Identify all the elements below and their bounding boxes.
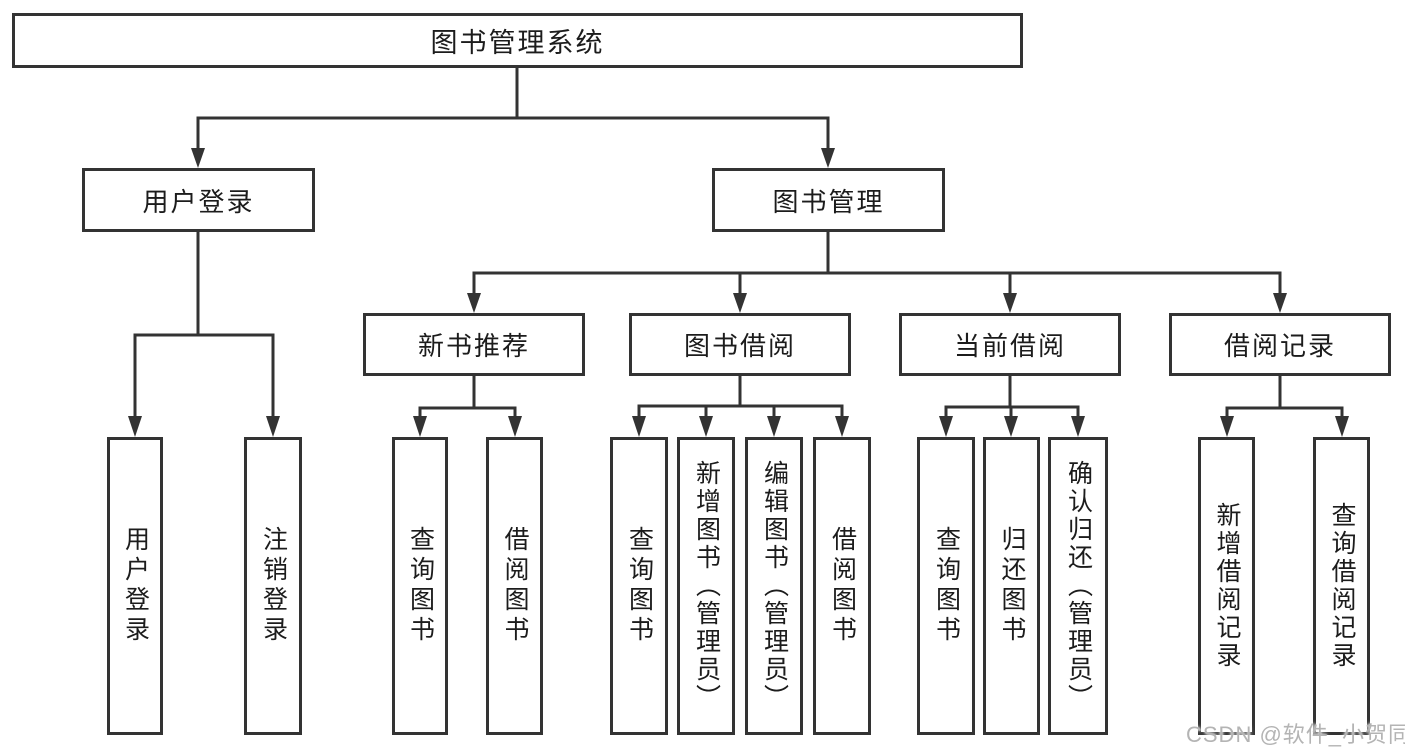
node-label: 注销登录 [259, 526, 288, 646]
arrowheads-level2 [191, 148, 835, 168]
node-label: 当前借阅 [953, 331, 1066, 361]
arrowheads-new-book-leaves [413, 416, 522, 437]
leaf-edit-books-admin: 编辑图书（管理员） [745, 437, 803, 735]
node-label: 编辑图书（管理员） [760, 460, 789, 712]
arrowheads-current-borrow-leaves [939, 416, 1085, 437]
watermark: CSDN @软件_小贺同学 [1186, 722, 1405, 747]
node-label: 归还图书 [998, 526, 1026, 646]
node-label: 确认归还（管理员） [1064, 460, 1093, 712]
node-borrowing-records: 借阅记录 [1169, 313, 1391, 376]
node-user-login: 用户登录 [82, 168, 315, 232]
leaf-query-books-current: 查询图书 [917, 437, 975, 735]
node-label: 图书借阅 [683, 331, 796, 361]
node-label: 查询图书 [625, 526, 654, 646]
node-label: 新增借阅记录 [1213, 502, 1241, 670]
arrowheads-level3 [467, 293, 1287, 313]
leaf-logout: 注销登录 [244, 437, 302, 735]
node-label: 借阅图书 [828, 526, 857, 646]
node-label: 用户登录 [121, 526, 150, 646]
leaf-user-login: 用户登录 [107, 437, 163, 735]
node-label: 查询图书 [932, 526, 961, 646]
node-new-book-recommend: 新书推荐 [363, 313, 585, 376]
leaf-borrow-books: 借阅图书 [813, 437, 871, 735]
connector-borrow-record-leaves [1225, 376, 1344, 420]
node-label: 借阅记录 [1223, 331, 1336, 361]
leaf-query-books-borrowing: 查询图书 [610, 437, 668, 735]
node-book-management: 图书管理 [712, 168, 945, 232]
connector-current-borrow-leaves [944, 376, 1080, 420]
arrowheads-borrow-record-leaves [1220, 416, 1349, 437]
node-library-management-system: 图书管理系统 [12, 13, 1023, 68]
node-current-borrowing: 当前借阅 [899, 313, 1121, 376]
node-label: 借阅图书 [501, 526, 529, 646]
leaf-borrow-books-recommend: 借阅图书 [486, 437, 543, 735]
node-label: 查询图书 [406, 526, 435, 646]
node-label: 图书管理系统 [430, 28, 605, 58]
node-label: 新增图书（管理员） [692, 460, 721, 712]
leaf-return-books: 归还图书 [983, 437, 1040, 735]
leaf-add-borrow-record: 新增借阅记录 [1198, 437, 1255, 735]
arrowheads-book-borrow-leaves [632, 416, 849, 437]
connector-level2 [196, 68, 830, 152]
leaf-query-books-recommend: 查询图书 [392, 437, 448, 735]
leaf-query-borrow-record: 查询借阅记录 [1313, 437, 1370, 735]
arrowheads-user-login-leaves [128, 416, 280, 437]
node-label: 图书管理 [772, 186, 885, 217]
leaf-confirm-return-admin: 确认归还（管理员） [1048, 437, 1108, 735]
node-label: 用户登录 [142, 186, 255, 217]
node-label: 查询借阅记录 [1328, 502, 1356, 670]
node-label: 新书推荐 [417, 331, 530, 361]
leaf-add-books-admin: 新增图书（管理员） [677, 437, 735, 735]
connector-level3 [472, 232, 1282, 297]
node-book-borrowing: 图书借阅 [629, 313, 851, 376]
connector-book-borrow-leaves [637, 376, 844, 420]
connector-user-login-leaves [133, 232, 275, 420]
connector-new-book-leaves [418, 376, 517, 420]
